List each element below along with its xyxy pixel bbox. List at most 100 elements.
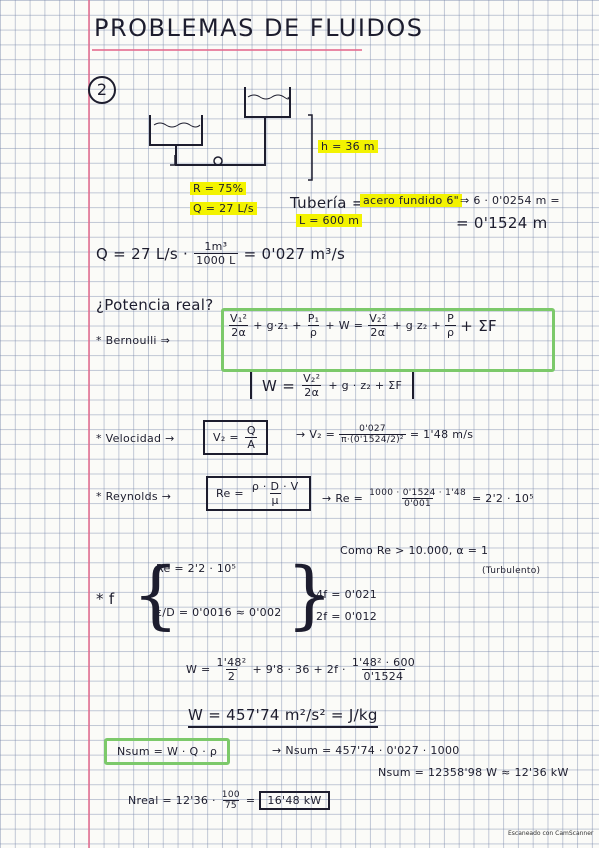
reynolds-arrow: → Re =	[322, 492, 364, 505]
bernoulli-t3-den: 2α	[368, 325, 388, 339]
friction-re: Re = 2'2 · 10⁵	[156, 562, 237, 575]
bernoulli-term1: V₁² 2α	[228, 312, 249, 339]
real-power-result: 16'48 kW	[259, 791, 330, 810]
w-calc-mid: + 9'8 · 36 + 2f ·	[252, 663, 346, 676]
pipe-diameter-result: = 0'1524 m	[456, 214, 548, 232]
work-fraction: V₂² 2α	[301, 372, 322, 399]
pipe-label: Tubería =	[290, 194, 365, 212]
reynolds-den: 0'001	[402, 498, 434, 509]
w-calculation: W = 1'48² 2 + 9'8 · 36 + 2f · 1'48² · 60…	[186, 656, 417, 683]
bernoulli-t1-num: V₁²	[230, 312, 248, 325]
pipe-length: L = 600 m	[296, 214, 363, 227]
efficiency-value: R = 75%	[190, 182, 247, 195]
reynolds-calc: → Re = 1000 · 0'1524 · 1'48 0'001 = 2'2 …	[322, 488, 534, 509]
pipe-diameter-calc: ⇒ 6 · 0'0254 m =	[460, 194, 560, 207]
w-calc-n2: 1'48² · 600	[351, 656, 416, 669]
reynolds-fraction: 1000 · 0'1524 · 1'48 0'001	[367, 488, 468, 509]
reynolds-box-num: ρ · D · V	[251, 480, 299, 493]
friction-res2: 2f = 0'012	[316, 610, 378, 623]
bernoulli-t2-den: ρ	[307, 325, 320, 339]
bernoulli-label: * Bernoulli ⇒	[96, 334, 171, 347]
flow-conversion: Q = 27 L/s · 1m³ 1000 L = 0'027 m³/s	[96, 240, 345, 267]
reynolds-conclusion: Como Re > 10.000, α = 1	[340, 544, 489, 557]
power-result: Nsum = 12358'98 W ≈ 12'36 kW	[378, 766, 569, 779]
velocity-num: 0'027	[359, 424, 386, 434]
bernoulli-plus2: + W =	[325, 319, 364, 332]
velocity-den: π·(0'1524/2)²	[339, 434, 406, 445]
reynolds-result: = 2'2 · 10⁵	[471, 492, 534, 505]
bernoulli-tail: + ΣF	[460, 316, 497, 335]
bernoulli-t4-den: ρ	[444, 325, 457, 339]
reynolds-label: * Reynolds →	[96, 490, 172, 503]
conversion-num: 1m³	[204, 240, 228, 253]
bernoulli-term4: P ρ	[444, 312, 457, 339]
reynolds-box-den: μ	[269, 493, 281, 507]
bernoulli-t4-num: P	[447, 312, 455, 325]
work-den: 2α	[302, 385, 322, 399]
velocity-box-num: Q	[246, 424, 256, 437]
reynolds-box-lhs: Re =	[216, 487, 244, 500]
friction-eps: ε/D = 0'0016 ≈ 0'002	[156, 606, 282, 619]
conversion-result: = 0'027 m³/s	[243, 244, 346, 263]
conversion-den: 1000 L	[194, 253, 238, 267]
conversion-lhs: Q = 27 L/s ·	[96, 244, 189, 263]
question: ¿Potencia real?	[96, 296, 214, 314]
w-calc-frac1: 1'48² 2	[215, 656, 249, 683]
reynolds-regime: (Turbulento)	[482, 566, 541, 576]
bernoulli-term2: P₁ ρ	[306, 312, 322, 339]
pipe-material: acero fundido 6"	[360, 194, 462, 207]
friction-label: * f	[96, 590, 115, 608]
bernoulli-t1-den: 2α	[229, 325, 249, 339]
velocity-fraction: 0'027 π·(0'1524/2)²	[339, 424, 406, 445]
work-num: V₂²	[303, 372, 321, 385]
work-lhs: W =	[262, 376, 296, 395]
bernoulli-t2-num: P₁	[307, 312, 320, 325]
velocity-box-den: A	[245, 437, 258, 451]
velocity-arrow: → V₂ =	[296, 428, 336, 441]
real-power-den: 75	[222, 800, 239, 811]
conversion-fraction: 1m³ 1000 L	[194, 240, 238, 267]
w-calc-frac2: 1'48² · 600 0'1524	[350, 656, 417, 683]
friction-res1: 4f = 0'021	[316, 588, 378, 601]
w-calc-n1: 1'48²	[216, 656, 247, 669]
bernoulli-box	[221, 308, 555, 372]
problem-number: 2	[88, 76, 116, 104]
reynolds-box-fraction: ρ · D · V μ	[250, 480, 301, 507]
height-label: h = 36 m	[318, 140, 378, 153]
work-tail: + g · z₂ + ΣF	[328, 379, 403, 392]
power-calc: → Nsum = 457'74 · 0'027 · 1000	[272, 744, 460, 757]
margin-line	[88, 0, 90, 848]
bernoulli-t3-num: V₂²	[369, 312, 387, 325]
w-result: W = 457'74 m²/s² = J/kg	[188, 706, 378, 728]
scanner-footer: Escaneado con CamScanner	[508, 830, 594, 837]
real-power-lhs: Nreal = 12'36 ·	[128, 794, 216, 807]
bernoulli-plus3: + g z₂ +	[392, 319, 441, 332]
bernoulli-term3: V₂² 2α	[367, 312, 388, 339]
reynolds-num: 1000 · 0'1524 · 1'48	[369, 488, 466, 498]
velocity-box-fraction: Q A	[245, 424, 258, 451]
velocity-label: * Velocidad →	[96, 432, 175, 445]
left-brace: {	[132, 552, 180, 638]
velocity-formula-box: V₂ = Q A	[203, 420, 268, 455]
bernoulli-equation: V₁² 2α + g·z₁ + P₁ ρ + W = V₂² 2α + g z₂…	[228, 312, 497, 339]
page-title: PROBLEMAS DE FLUIDOS	[94, 14, 424, 42]
velocity-calc: → V₂ = 0'027 π·(0'1524/2)² = 1'48 m/s	[296, 424, 473, 445]
reynolds-formula-box: Re = ρ · D · V μ	[206, 476, 311, 511]
power-formula-box: Nsum = W · Q · ρ	[104, 738, 231, 765]
velocity-result: = 1'48 m/s	[409, 428, 474, 441]
real-power-eq: =	[245, 794, 256, 807]
tank-diagram	[149, 87, 313, 181]
flow-value: Q = 27 L/s	[190, 202, 257, 215]
real-power-num: 100	[221, 790, 240, 800]
real-power-fraction: 100 75	[220, 790, 242, 811]
bernoulli-plus1: + g·z₁ +	[253, 319, 302, 332]
real-power-calc: Nreal = 12'36 · 100 75 = 16'48 kW	[128, 790, 330, 811]
w-calc-lhs: W =	[186, 663, 211, 676]
title-underline	[92, 49, 362, 51]
right-brace: }	[286, 552, 334, 638]
w-calc-d1: 2	[225, 669, 238, 683]
w-calc-d2: 0'1524	[361, 669, 406, 683]
velocity-box-lhs: V₂ =	[213, 431, 239, 444]
work-equation: W = V₂² 2α + g · z₂ + ΣF	[250, 372, 415, 399]
